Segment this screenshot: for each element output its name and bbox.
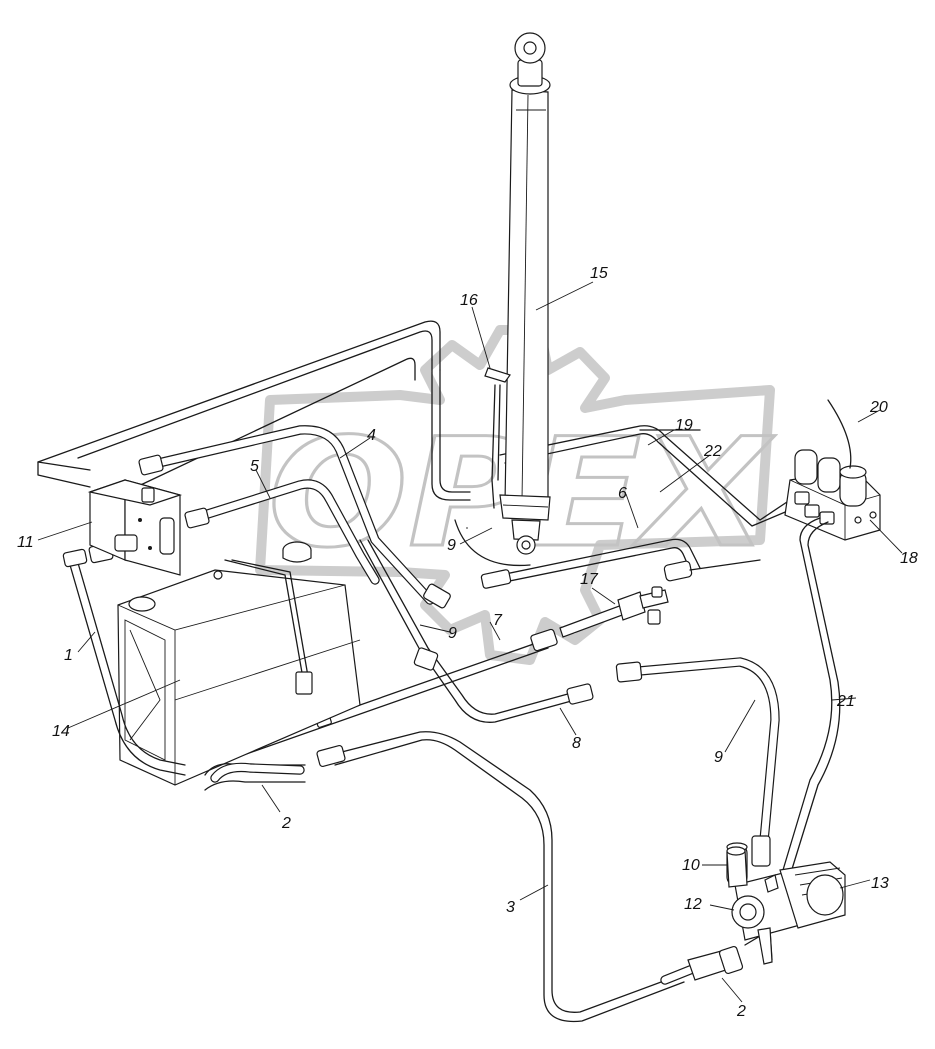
sleeve-10	[726, 846, 748, 888]
callout-8: 8	[572, 735, 581, 752]
callout-13: 13	[871, 875, 889, 892]
callout-9-mid: 9	[448, 625, 457, 642]
callout-22: 22	[703, 443, 722, 460]
callout-3: 3	[506, 899, 515, 916]
callout-18: 18	[900, 550, 918, 567]
tee-fitting-17	[559, 586, 669, 638]
callout-leaders	[37, 281, 903, 1003]
callout-17: 17	[580, 571, 599, 588]
callout-9-center: 9	[447, 537, 456, 554]
pipe-19-loop	[499, 425, 791, 527]
callout-5: 5	[250, 458, 259, 475]
watermark-gear	[255, 325, 775, 665]
callout-20: 20	[869, 399, 888, 416]
valve-block-11	[87, 479, 183, 576]
valve-18	[784, 399, 881, 541]
callout-2-lower: 2	[736, 1003, 746, 1020]
callout-1: 1	[64, 647, 73, 664]
callout-21: 21	[836, 693, 855, 710]
callout-14: 14	[52, 723, 70, 740]
callout-9-right: 9	[714, 749, 723, 766]
hydraulic-tank	[117, 541, 361, 791]
hydraulic-cylinder-15	[484, 32, 551, 555]
callout-12: 12	[684, 896, 702, 913]
callout-2-upper: 2	[281, 815, 291, 832]
callout-10: 10	[682, 857, 700, 874]
hose-4-5	[138, 425, 451, 609]
hose-2-lower	[660, 945, 744, 985]
callout-4: 4	[367, 427, 376, 444]
hose-9	[615, 657, 780, 867]
hose-2-upper	[210, 762, 305, 783]
pipe-21	[779, 517, 841, 883]
pipe-3	[316, 731, 685, 1023]
callout-19: 19	[675, 417, 693, 434]
pipe-6-22	[480, 538, 761, 589]
pump-12-13	[726, 842, 846, 965]
callout-6: 6	[618, 485, 627, 502]
callout-7: 7	[493, 612, 503, 629]
pipe-7-8-9	[174, 519, 594, 779]
callout-16: 16	[460, 292, 478, 309]
callout-15: 15	[590, 265, 608, 282]
upper-rigid-lines	[37, 320, 471, 501]
callout-labels: 1 2 2 3 4 5 6 7 8 9 9 9 10 11 12 13 14 1…	[17, 265, 918, 1020]
callout-11: 11	[17, 534, 34, 551]
